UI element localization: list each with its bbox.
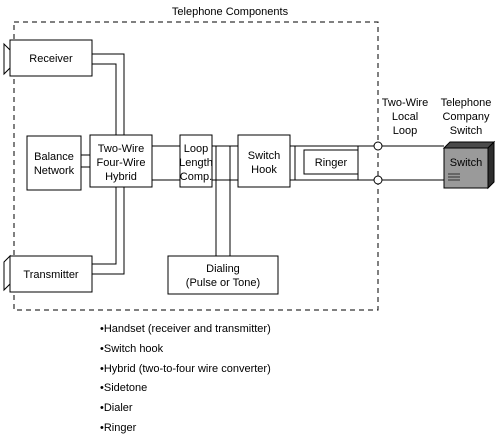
transmitter-wire-b <box>92 187 125 275</box>
receiver-wire-a <box>92 53 125 135</box>
company-switch-line-2: Company <box>442 111 490 123</box>
component-list-item: Handset (receiver and transmitter) <box>100 320 271 340</box>
ringer-box <box>303 149 359 175</box>
component-list-item: Sidetone <box>100 379 271 399</box>
switch-hook-box <box>237 134 291 188</box>
transmitter-label: Transmitter <box>23 269 79 281</box>
balance-network-box <box>26 135 82 191</box>
dialing-line-1: Dialing <box>206 263 240 275</box>
transmitter-wire-a <box>92 187 117 265</box>
company-switch-icon <box>442 140 496 190</box>
component-list-item: Switch hook <box>100 340 271 360</box>
hybrid-box <box>89 134 153 188</box>
terminal-ring <box>373 175 383 185</box>
balance-network-line-1: Balance <box>34 151 74 163</box>
telephone-boundary <box>13 21 379 311</box>
receiver-box <box>9 39 93 77</box>
local-loop-line-3: Loop <box>393 125 417 137</box>
component-list-item: Hybrid (two-to-four wire converter) <box>100 360 271 380</box>
loop-comp-line-2: Length <box>179 157 213 169</box>
terminal-tip <box>373 141 383 151</box>
dialing-box <box>167 255 279 295</box>
receiver-wire-b <box>92 63 117 135</box>
switch-box-label: Switch <box>450 157 482 169</box>
component-list-item: Ringer <box>100 419 271 439</box>
local-loop-line-1: Two-Wire <box>382 97 428 109</box>
transmitter-icon <box>3 254 11 292</box>
loop-comp-line-1: Loop <box>184 143 208 155</box>
dialing-line-2: (Pulse or Tone) <box>186 277 260 289</box>
loop-comp-frame <box>179 134 213 188</box>
receiver-label: Receiver <box>29 53 73 65</box>
switch-hook-line-2: Hook <box>251 164 277 176</box>
component-list-item: Dialer <box>100 399 271 419</box>
company-switch-line-1: Telephone <box>441 97 492 109</box>
local-loop-line-2: Local <box>392 111 418 123</box>
component-list: Handset (receiver and transmitter)Switch… <box>100 320 271 439</box>
transmitter-box <box>9 255 93 293</box>
diagram-title: Telephone Components <box>172 6 289 18</box>
balance-network-line-2: Network <box>34 165 75 177</box>
hybrid-line-2: Four-Wire <box>97 157 146 169</box>
switch-hook-line-1: Switch <box>248 150 280 162</box>
ringer-label: Ringer <box>315 157 348 169</box>
hybrid-line-1: Two-Wire <box>98 143 144 155</box>
hybrid-line-3: Hybrid <box>105 171 137 183</box>
company-switch-line-3: Switch <box>450 125 482 137</box>
loop-comp-line-3: Comp. <box>180 171 212 183</box>
receiver-icon <box>3 42 11 76</box>
